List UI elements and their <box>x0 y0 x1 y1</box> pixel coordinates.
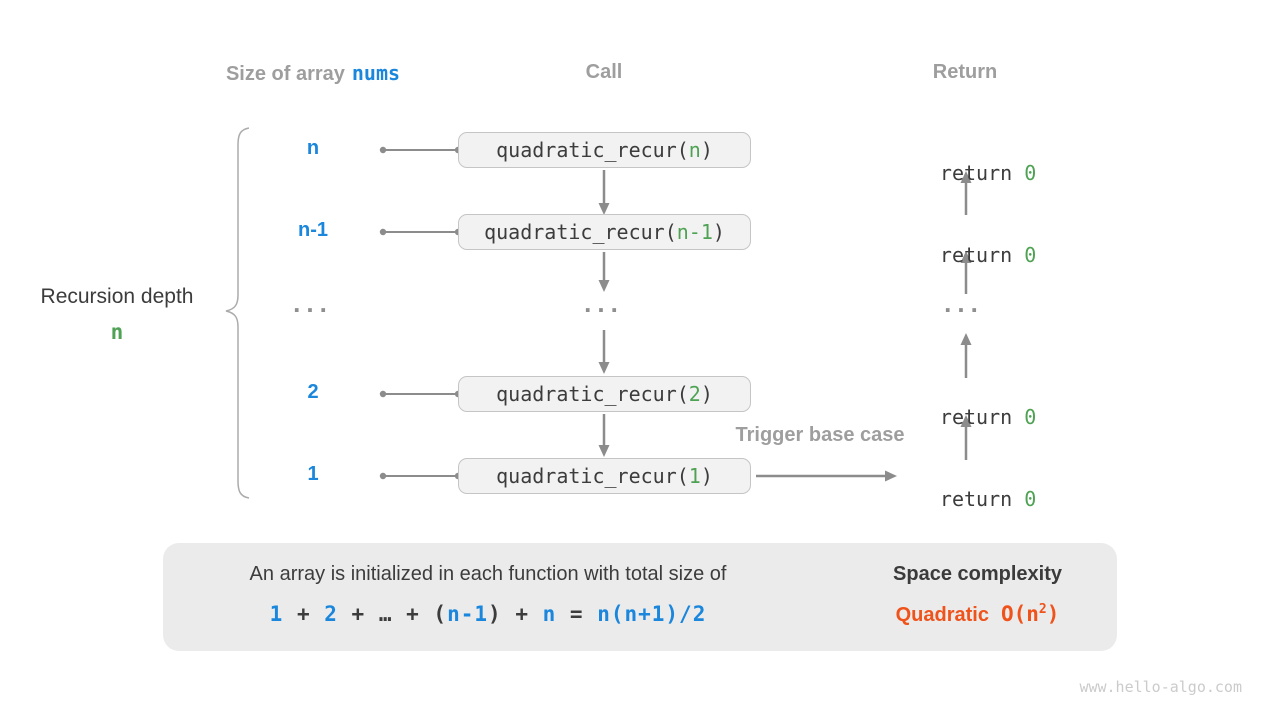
trigger-base-case-label: Trigger base case <box>735 424 905 446</box>
formula-term: n-1 <box>447 602 489 626</box>
return-value: 0 <box>1024 161 1037 185</box>
return-statement-row-2: return 0 <box>864 219 1064 291</box>
call-arrow-down-2 <box>598 252 610 292</box>
column-header-return: Return <box>932 61 998 83</box>
size-label-row-5: 1 <box>307 463 319 485</box>
call-code: quadratic_recur( <box>484 220 677 244</box>
call-arrow-down-3 <box>598 330 610 374</box>
formula-paren: ( <box>433 602 448 626</box>
call-box-row-2: quadratic_recur(n-1) <box>458 214 751 250</box>
column-header-call: Call <box>585 61 623 83</box>
formula-operator: = <box>556 602 598 626</box>
recursion-depth-label: Recursion depth <box>40 285 194 308</box>
formula-term: n <box>542 602 557 626</box>
size-label-row-2: n-1 <box>298 219 328 241</box>
call-box-row-1: quadratic_recur(n) <box>458 132 751 168</box>
call-arrow-down-4 <box>598 414 610 457</box>
return-value: 0 <box>1024 405 1037 429</box>
return-statement-row-4: return 0 <box>864 381 1064 453</box>
call-code: ) <box>712 220 725 244</box>
formula-term: 2 <box>324 602 338 626</box>
formula-operator: + <box>392 602 434 626</box>
return-statement-row-1: return 0 <box>864 137 1064 209</box>
column-header-size: Size of array nums <box>188 61 438 86</box>
size-label-row-4: 2 <box>307 381 319 403</box>
size-header-code: nums <box>351 61 401 85</box>
formula-operator: + <box>501 602 543 626</box>
formula-paren: ) <box>488 602 502 626</box>
formula-term: 1 <box>269 602 284 626</box>
call-arg: 2 <box>688 382 701 406</box>
call-code: ) <box>700 382 713 406</box>
big-o-notation: O(n2) <box>1000 602 1060 626</box>
size-call-connector-row-2 <box>379 228 462 236</box>
call-code: quadratic_recur( <box>496 138 689 162</box>
call-code: ) <box>700 138 713 162</box>
summary-description: An array is initialized in each function… <box>249 563 727 585</box>
size-call-connector-row-5 <box>379 472 462 480</box>
summary-panel <box>163 543 1117 651</box>
call-code: ) <box>700 464 713 488</box>
call-arg: n-1 <box>676 220 713 244</box>
call-arg: 1 <box>688 464 701 488</box>
summary-formula: 1 + 2 + … + (n-1) + n = n(n+1)/2 <box>183 602 793 626</box>
return-column-ellipsis: ... <box>944 288 984 318</box>
complexity-class-name: Quadratic <box>895 604 989 626</box>
call-arrow-down-1 <box>598 170 610 215</box>
size-label-row-1: n <box>306 137 320 159</box>
call-box-row-4: quadratic_recur(2) <box>458 376 751 412</box>
call-box-row-5: quadratic_recur(1) <box>458 458 751 494</box>
return-keyword: return <box>939 161 1025 185</box>
return-keyword: return <box>939 487 1025 511</box>
return-arrow-up-3 <box>960 333 972 378</box>
size-label-ellipsis: ... <box>293 288 333 318</box>
formula-operator: + <box>337 602 379 626</box>
return-keyword: return <box>939 243 1025 267</box>
call-arg: n <box>688 138 701 162</box>
space-complexity-title: Space complexity <box>893 563 1062 585</box>
size-call-connector-row-4 <box>379 390 462 398</box>
recursion-depth-value: n <box>110 320 124 344</box>
return-statement-row-5: return 0 <box>864 463 1064 535</box>
return-value: 0 <box>1024 487 1037 511</box>
return-value: 0 <box>1024 243 1037 267</box>
size-call-connector-row-1 <box>379 146 462 154</box>
space-complexity-result: Quadratic O(n2) <box>855 602 1100 627</box>
return-keyword: return <box>939 405 1025 429</box>
site-watermark: www.hello-algo.com <box>1079 678 1242 696</box>
call-code: quadratic_recur( <box>496 464 689 488</box>
call-code: quadratic_recur( <box>496 382 689 406</box>
call-column-ellipsis: ... <box>584 288 624 318</box>
formula-ellipsis: … <box>378 602 393 626</box>
size-header-label: Size of array <box>225 63 345 85</box>
formula-result: n(n+1)/2 <box>597 602 707 626</box>
formula-operator: + <box>283 602 325 626</box>
